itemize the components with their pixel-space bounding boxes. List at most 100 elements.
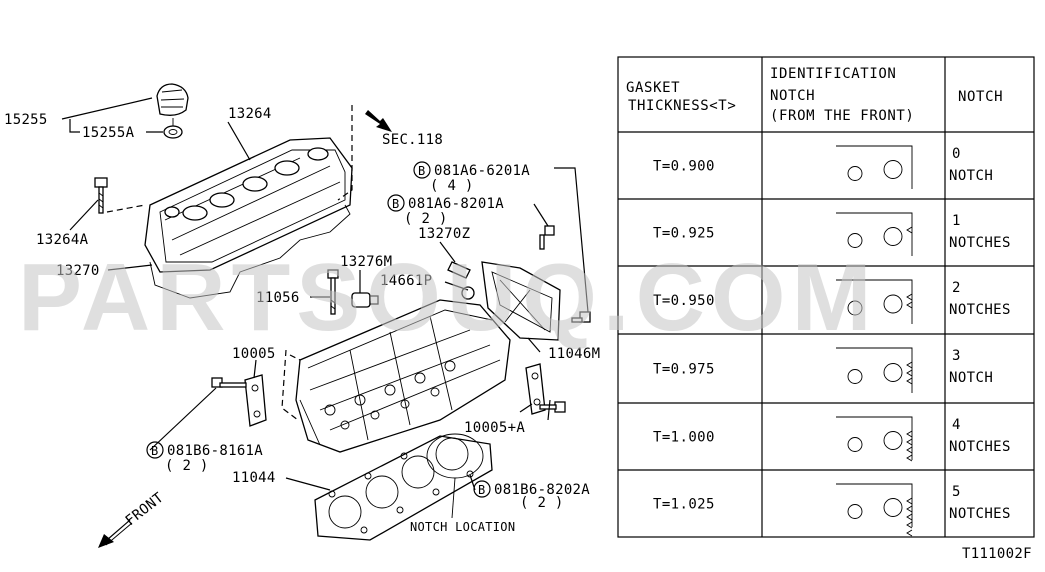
cylinder-head-rear-cover[interactable] xyxy=(481,261,561,341)
callout-11046m: 11046M xyxy=(548,346,600,362)
gasket-notch xyxy=(906,438,913,446)
row-notch-unit: NOTCHES xyxy=(949,506,1011,522)
callout-14661p: 14661P xyxy=(380,273,432,289)
row-notch-unit: NOTCH xyxy=(949,370,993,386)
oil-filler-cap[interactable] xyxy=(156,83,189,116)
notch-sketch xyxy=(836,212,913,256)
gasket-notch xyxy=(906,521,913,529)
gasket-notch xyxy=(906,454,913,462)
header-thickness-line2: THICKNESS<T> xyxy=(628,98,736,114)
rear-cover-bolt-upper[interactable] xyxy=(539,225,555,250)
bolt-symbol: B xyxy=(392,197,400,211)
rocker-cover-gasket[interactable] xyxy=(149,204,351,299)
bolt-081b6-8161a[interactable] xyxy=(211,377,247,388)
row-thickness: T=0.925 xyxy=(653,226,715,242)
rocker-cover-bolt[interactable] xyxy=(94,177,108,214)
row-thickness: T=0.975 xyxy=(653,362,715,378)
manifold-gasket-right[interactable] xyxy=(525,363,546,415)
cylinder-head[interactable] xyxy=(295,299,511,453)
row-notch-count: 4 xyxy=(952,417,961,433)
gasket-notch xyxy=(906,529,913,537)
row-notch-count: 0 xyxy=(952,146,961,162)
rear-cover-bolt-lower[interactable] xyxy=(571,311,591,323)
exploded-view: 15255 15255A 13264 SEC.118 13264A 13270 … xyxy=(4,83,600,548)
pcv-grommet[interactable] xyxy=(461,286,475,300)
watermark: PARTSOUQ.COM xyxy=(18,244,878,351)
gasket-notch xyxy=(906,301,913,309)
section-arrow-icon xyxy=(365,110,392,132)
header-ident-line3: (FROM THE FRONT) xyxy=(770,108,914,124)
table-rows: T=0.9000NOTCHT=0.9251NOTCHEST=0.9502NOTC… xyxy=(653,145,1011,537)
drawing-number: T111002F xyxy=(962,546,1032,562)
callout-13270: 13270 xyxy=(56,263,100,279)
bolt-quantity: ( 4 ) xyxy=(430,178,474,194)
header-notch: NOTCH xyxy=(958,89,1003,105)
gasket-notch xyxy=(906,361,913,369)
gasket-notch xyxy=(906,446,913,454)
bolt-callout-081b6-8202a: B 081B6-8202A ( 2 ) xyxy=(473,480,590,511)
row-thickness: T=1.025 xyxy=(653,497,715,513)
row-thickness: T=0.900 xyxy=(653,159,715,175)
bolt-callout-081a6-6201a: B 081A6-6201A ( 4 ) xyxy=(413,161,530,194)
callout-10005a: 10005+A xyxy=(464,420,525,436)
gasket-notch xyxy=(906,377,913,385)
callout-13276m: 13276M xyxy=(340,254,392,270)
gasket-notch xyxy=(906,369,913,377)
oil-tube[interactable] xyxy=(447,261,471,279)
gasket-notch xyxy=(906,430,913,438)
cylinder-head-bolt[interactable] xyxy=(327,269,339,315)
callout-10005: 10005 xyxy=(232,346,276,362)
front-direction-label: FRONT xyxy=(123,490,167,530)
filler-cap-gasket[interactable] xyxy=(163,125,183,139)
bolt-part-number: 081B6-8202A xyxy=(494,482,590,498)
rocker-cover[interactable] xyxy=(144,137,353,273)
head-gasket[interactable] xyxy=(314,435,493,541)
row-thickness: T=0.950 xyxy=(653,293,715,309)
gasket-thickness-table: GASKET THICKNESS<T> IDENTIFICATION NOTCH… xyxy=(617,56,1035,538)
notch-sketch xyxy=(836,483,913,537)
callout-13264: 13264 xyxy=(228,106,272,122)
pcv-valve[interactable] xyxy=(351,292,379,308)
notch-sketch xyxy=(836,416,913,462)
header-thickness-line1: GASKET xyxy=(626,80,680,96)
gasket-notch xyxy=(906,497,913,505)
bolt-081b6-8202a[interactable] xyxy=(539,401,566,413)
bolt-part-number: 081A6-6201A xyxy=(434,163,530,179)
section-reference: SEC.118 xyxy=(382,132,443,148)
bolt-quantity: ( 2 ) xyxy=(165,458,209,474)
header-ident-line2: NOTCH xyxy=(770,88,815,104)
manifold-gasket-left[interactable] xyxy=(244,374,267,427)
callout-11044: 11044 xyxy=(232,470,276,486)
gasket-notch xyxy=(906,226,913,234)
row-notch-unit: NOTCH xyxy=(949,168,993,184)
callout-13264a: 13264A xyxy=(36,232,89,248)
bolt-part-number: 081B6-8161A xyxy=(167,443,263,459)
bolt-symbol: B xyxy=(478,483,486,497)
notch-sketch xyxy=(836,279,913,324)
bolt-callout-081a6-8201a: B 081A6-8201A ( 2 ) xyxy=(387,194,504,227)
notch-sketch xyxy=(836,347,913,393)
leader-lines xyxy=(61,97,589,491)
gasket-notch xyxy=(906,505,913,513)
row-notch-count: 5 xyxy=(952,484,961,500)
callout-15255a: 15255A xyxy=(82,125,135,141)
bolt-symbol: B xyxy=(418,164,426,178)
notch-sketch xyxy=(836,145,913,189)
callout-13270z: 13270Z xyxy=(418,226,470,242)
row-thickness: T=1.000 xyxy=(653,430,715,446)
gasket-notch xyxy=(906,513,913,521)
callout-15255: 15255 xyxy=(4,112,48,128)
row-notch-unit: NOTCHES xyxy=(949,235,1011,251)
bolt-quantity: ( 2 ) xyxy=(404,211,448,227)
row-notch-count: 3 xyxy=(952,348,961,364)
notch-location-label: NOTCH LOCATION xyxy=(410,520,515,534)
row-notch-count: 2 xyxy=(952,280,961,296)
front-arrow-icon xyxy=(98,519,133,548)
